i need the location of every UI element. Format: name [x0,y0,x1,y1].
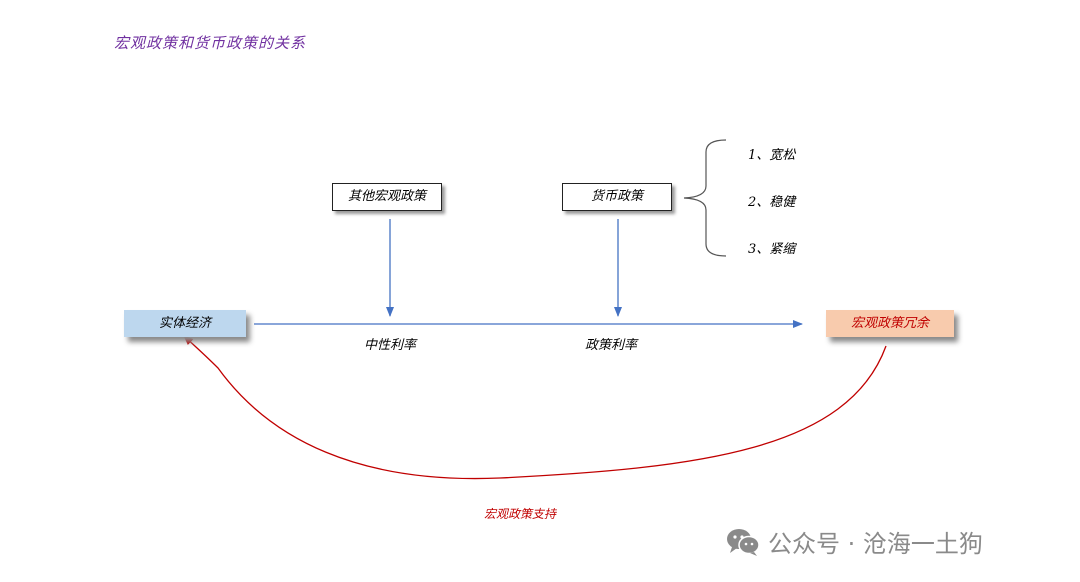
watermark: 公众号 · 沧海一土狗 [726,524,983,559]
macro-policy-surplus-box: 宏观政策冗余 [826,310,954,337]
policy-support-label: 宏观政策支持 [484,507,557,521]
other-macro-policy-box: 其他宏观政策 [332,183,442,211]
monetary-policy-box: 货币政策 [562,183,672,211]
option-loose: 1、宽松 [748,148,796,163]
watermark-text: 公众号 · 沧海一土狗 [768,530,983,558]
policy-rate-label: 政策利率 [585,338,638,353]
support-feedback-curve [183,335,887,480]
neutral-rate-label: 中性利率 [364,338,417,353]
real-economy-box: 实体经济 [124,310,246,337]
wechat-icon [727,528,760,556]
option-prudent: 2、稳健 [748,195,796,210]
options-brace [683,139,727,257]
diagram-title: 宏观政策和货币政策的关系 [114,34,307,52]
option-tight: 3、紧缩 [748,242,796,257]
